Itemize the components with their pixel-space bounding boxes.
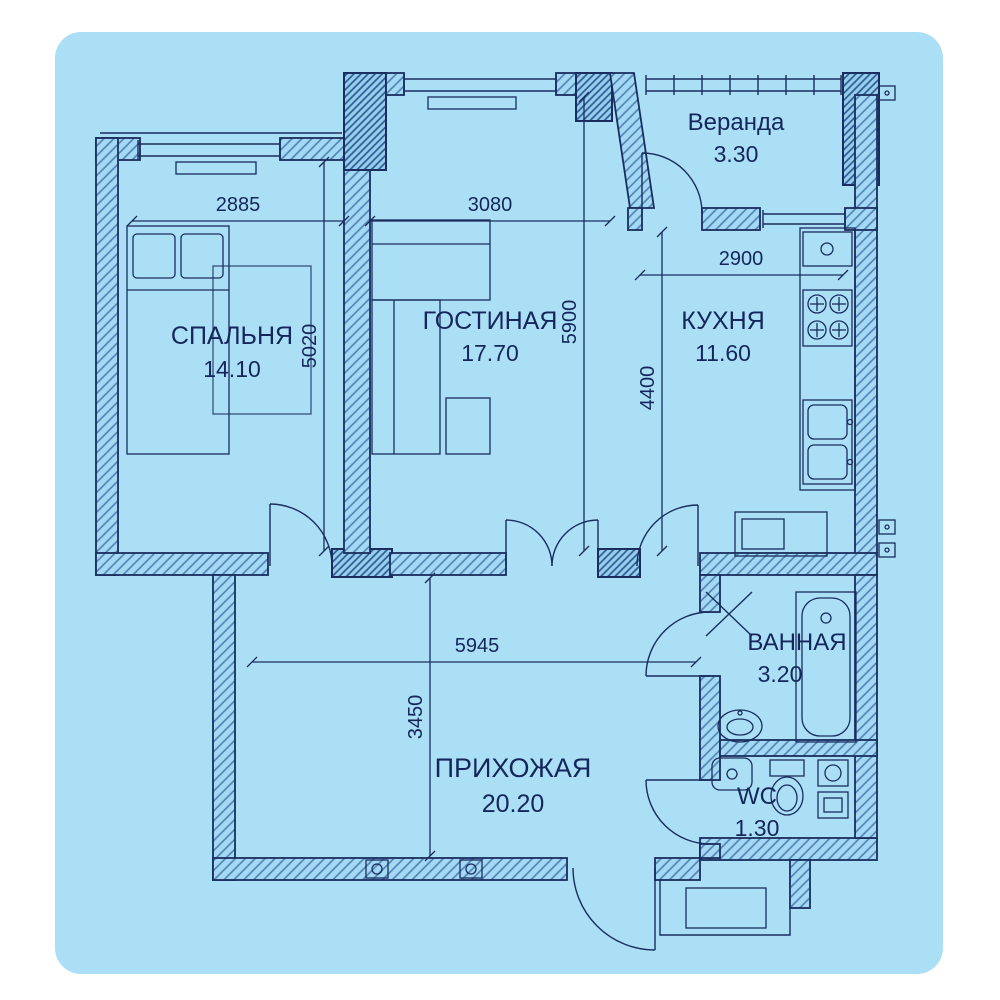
- bathroom-door-icon: [645, 611, 711, 677]
- bedroom-rug-icon: [212, 265, 312, 415]
- svg-text:2900: 2900: [719, 248, 764, 270]
- wall-vents: [365, 85, 896, 879]
- svg-text:2885: 2885: [216, 194, 261, 216]
- veranda-label: Веранда: [688, 109, 785, 136]
- living-window-icon: [403, 75, 557, 110]
- furniture: [126, 85, 896, 936]
- boiler-icon: [817, 791, 849, 819]
- bathroom-sink-icon: [717, 709, 763, 743]
- dim-kitchen-width: 2900: [634, 248, 849, 281]
- walls: [95, 72, 880, 909]
- living-double-door-icon: [505, 519, 599, 567]
- wc-area: 1.30: [735, 815, 780, 841]
- dim-bedroom-width: 2885: [126, 194, 350, 227]
- wc-basin-icon: [711, 757, 753, 791]
- veranda-door-icon: [641, 152, 703, 214]
- entrance-door-icon: [572, 867, 656, 951]
- svg-text:4400: 4400: [637, 366, 659, 411]
- veranda-glazing-icon: [645, 75, 842, 95]
- windows: [100, 75, 846, 228]
- shower-mark-icon: [705, 591, 753, 637]
- washing-machine-icon: [817, 759, 849, 787]
- kitchen-sink-icon: [802, 399, 854, 485]
- svg-text:5945: 5945: [455, 635, 500, 657]
- hallway-label: ПРИХОЖАЯ: [435, 753, 592, 783]
- dim-kitchen-depth: 4400: [637, 226, 668, 557]
- dim-living-depth: 5900: [559, 91, 590, 557]
- bathroom-label: ВАННАЯ: [747, 629, 846, 656]
- hallway-area: 20.20: [482, 790, 545, 818]
- dimensions: 2885 3080 2900 5020 5900: [126, 91, 849, 862]
- wc-label: WC: [737, 783, 777, 810]
- living-label: ГОСТИНАЯ: [423, 307, 558, 335]
- kitchen-door-icon: [636, 504, 699, 567]
- kitchen-pass-window-icon: [762, 210, 846, 228]
- kitchen-area: 11.60: [695, 340, 751, 366]
- veranda-area: 3.30: [714, 141, 759, 167]
- doors: [269, 152, 711, 951]
- bedroom-area: 14.10: [203, 356, 261, 382]
- living-area: 17.70: [461, 340, 519, 366]
- dim-bedroom-depth: 5020: [299, 156, 330, 557]
- kitchen-label: КУХНЯ: [681, 307, 765, 335]
- toilet-icon: [769, 759, 805, 816]
- svg-text:5020: 5020: [299, 324, 321, 369]
- dim-hallway-depth: 3450: [405, 572, 436, 862]
- svg-text:3450: 3450: [405, 695, 427, 740]
- kitchen-counter-icon: [799, 227, 856, 491]
- bedroom-label: СПАЛЬНЯ: [171, 322, 293, 350]
- svg-text:5900: 5900: [559, 300, 581, 345]
- plan-panel: [55, 32, 943, 974]
- bedroom-door-icon: [269, 503, 333, 567]
- svg-text:3080: 3080: [468, 194, 513, 216]
- kitchen-cabinet-icon: [734, 511, 828, 557]
- bed-icon: [126, 225, 230, 455]
- bedroom-window-icon: [100, 132, 342, 175]
- dim-living-width: 3080: [364, 194, 616, 227]
- wc-door-icon: [645, 779, 711, 845]
- bathroom-area: 3.20: [758, 661, 803, 687]
- sofa-icon: [371, 219, 491, 455]
- porch-icon: [659, 880, 791, 936]
- bathtub-icon: [795, 591, 857, 743]
- room-labels: СПАЛЬНЯ 14.10 ГОСТИНАЯ 17.70 Веранда 3.3…: [171, 109, 847, 841]
- stove-icon: [802, 289, 853, 347]
- dim-hallway-width: 5945: [246, 635, 702, 668]
